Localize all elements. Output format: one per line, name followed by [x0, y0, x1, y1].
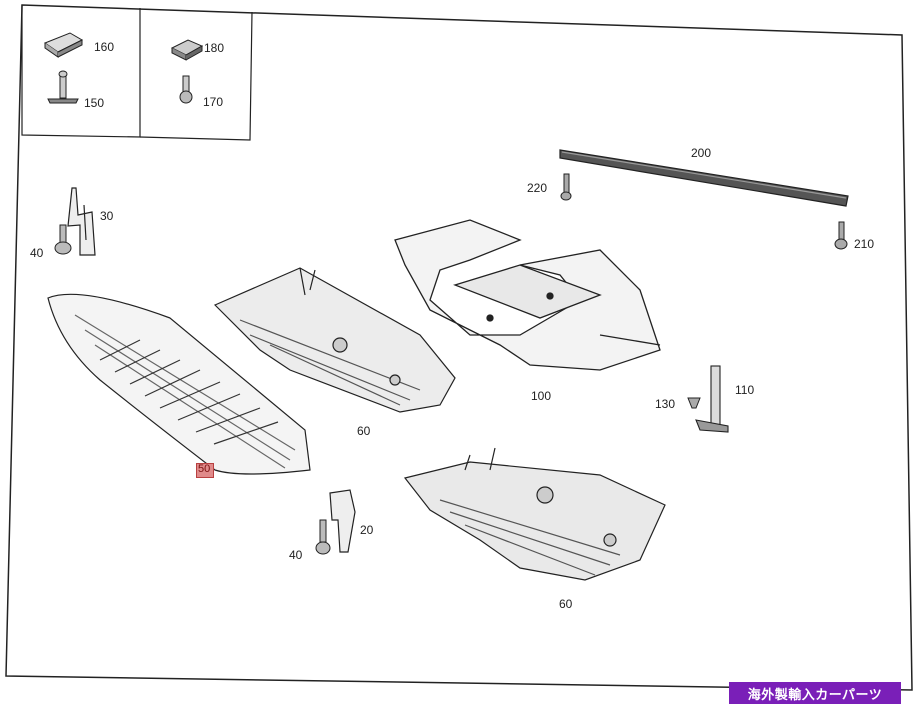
label-60-lower: 60 [559, 597, 573, 611]
bracket-20-part [329, 489, 356, 553]
label-150: 150 [84, 96, 105, 110]
label-220: 220 [527, 181, 548, 195]
label-110: 110 [735, 383, 755, 397]
bolt-40-lower-part [315, 519, 331, 555]
label-100: 100 [531, 389, 552, 403]
front-panel-50-part [47, 293, 311, 475]
source-badge: 海外製輸入カーパーツ [729, 682, 901, 704]
bracket-110-part [695, 365, 729, 433]
label-170: 170 [203, 95, 224, 109]
label-50: 50 [198, 463, 211, 475]
label-160: 160 [94, 40, 115, 54]
bolt-130-part [687, 397, 701, 409]
diagram-frame [5, 4, 913, 691]
label-20: 20 [360, 523, 374, 537]
highlight-callout-50 [196, 463, 214, 478]
screw-170-icon [179, 75, 193, 104]
label-180: 180 [204, 41, 225, 55]
bolt-40-top-part [54, 224, 72, 255]
label-60-upper: 60 [357, 424, 371, 438]
rear-shield-60-lower-part [403, 447, 666, 581]
clip-180-icon [170, 39, 204, 61]
legend-box-left [21, 5, 141, 138]
screw-220-part [560, 173, 572, 201]
rod-200-part [559, 149, 849, 207]
subframe-100-part [394, 219, 661, 371]
center-shield-60-upper-part [213, 267, 456, 413]
label-130: 130 [655, 397, 676, 411]
legend-box-right [139, 11, 253, 141]
screw-210-part [834, 221, 848, 250]
bracket-30-part [67, 187, 96, 256]
label-40-lower: 40 [289, 548, 303, 562]
clip-160-icon [43, 32, 84, 58]
bolt-150-icon [47, 70, 79, 104]
label-30: 30 [100, 209, 114, 223]
label-40-top: 40 [30, 246, 44, 260]
label-210: 210 [854, 237, 875, 251]
label-200: 200 [691, 146, 712, 160]
